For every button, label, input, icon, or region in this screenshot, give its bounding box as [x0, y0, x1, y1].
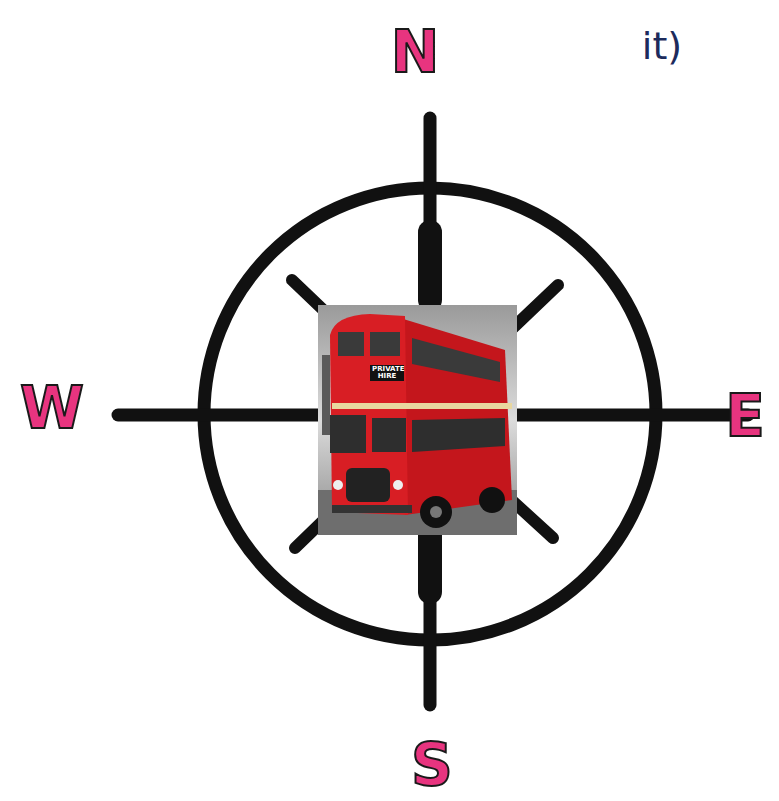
- part-number: it): [642, 27, 682, 65]
- east-label: E: [725, 387, 765, 445]
- destination-blind: PRIVATE HIRE: [370, 365, 404, 382]
- bus-photo: [318, 305, 517, 535]
- north-label: N: [391, 23, 440, 81]
- west-label: W: [20, 379, 84, 437]
- south-label: S: [411, 736, 453, 794]
